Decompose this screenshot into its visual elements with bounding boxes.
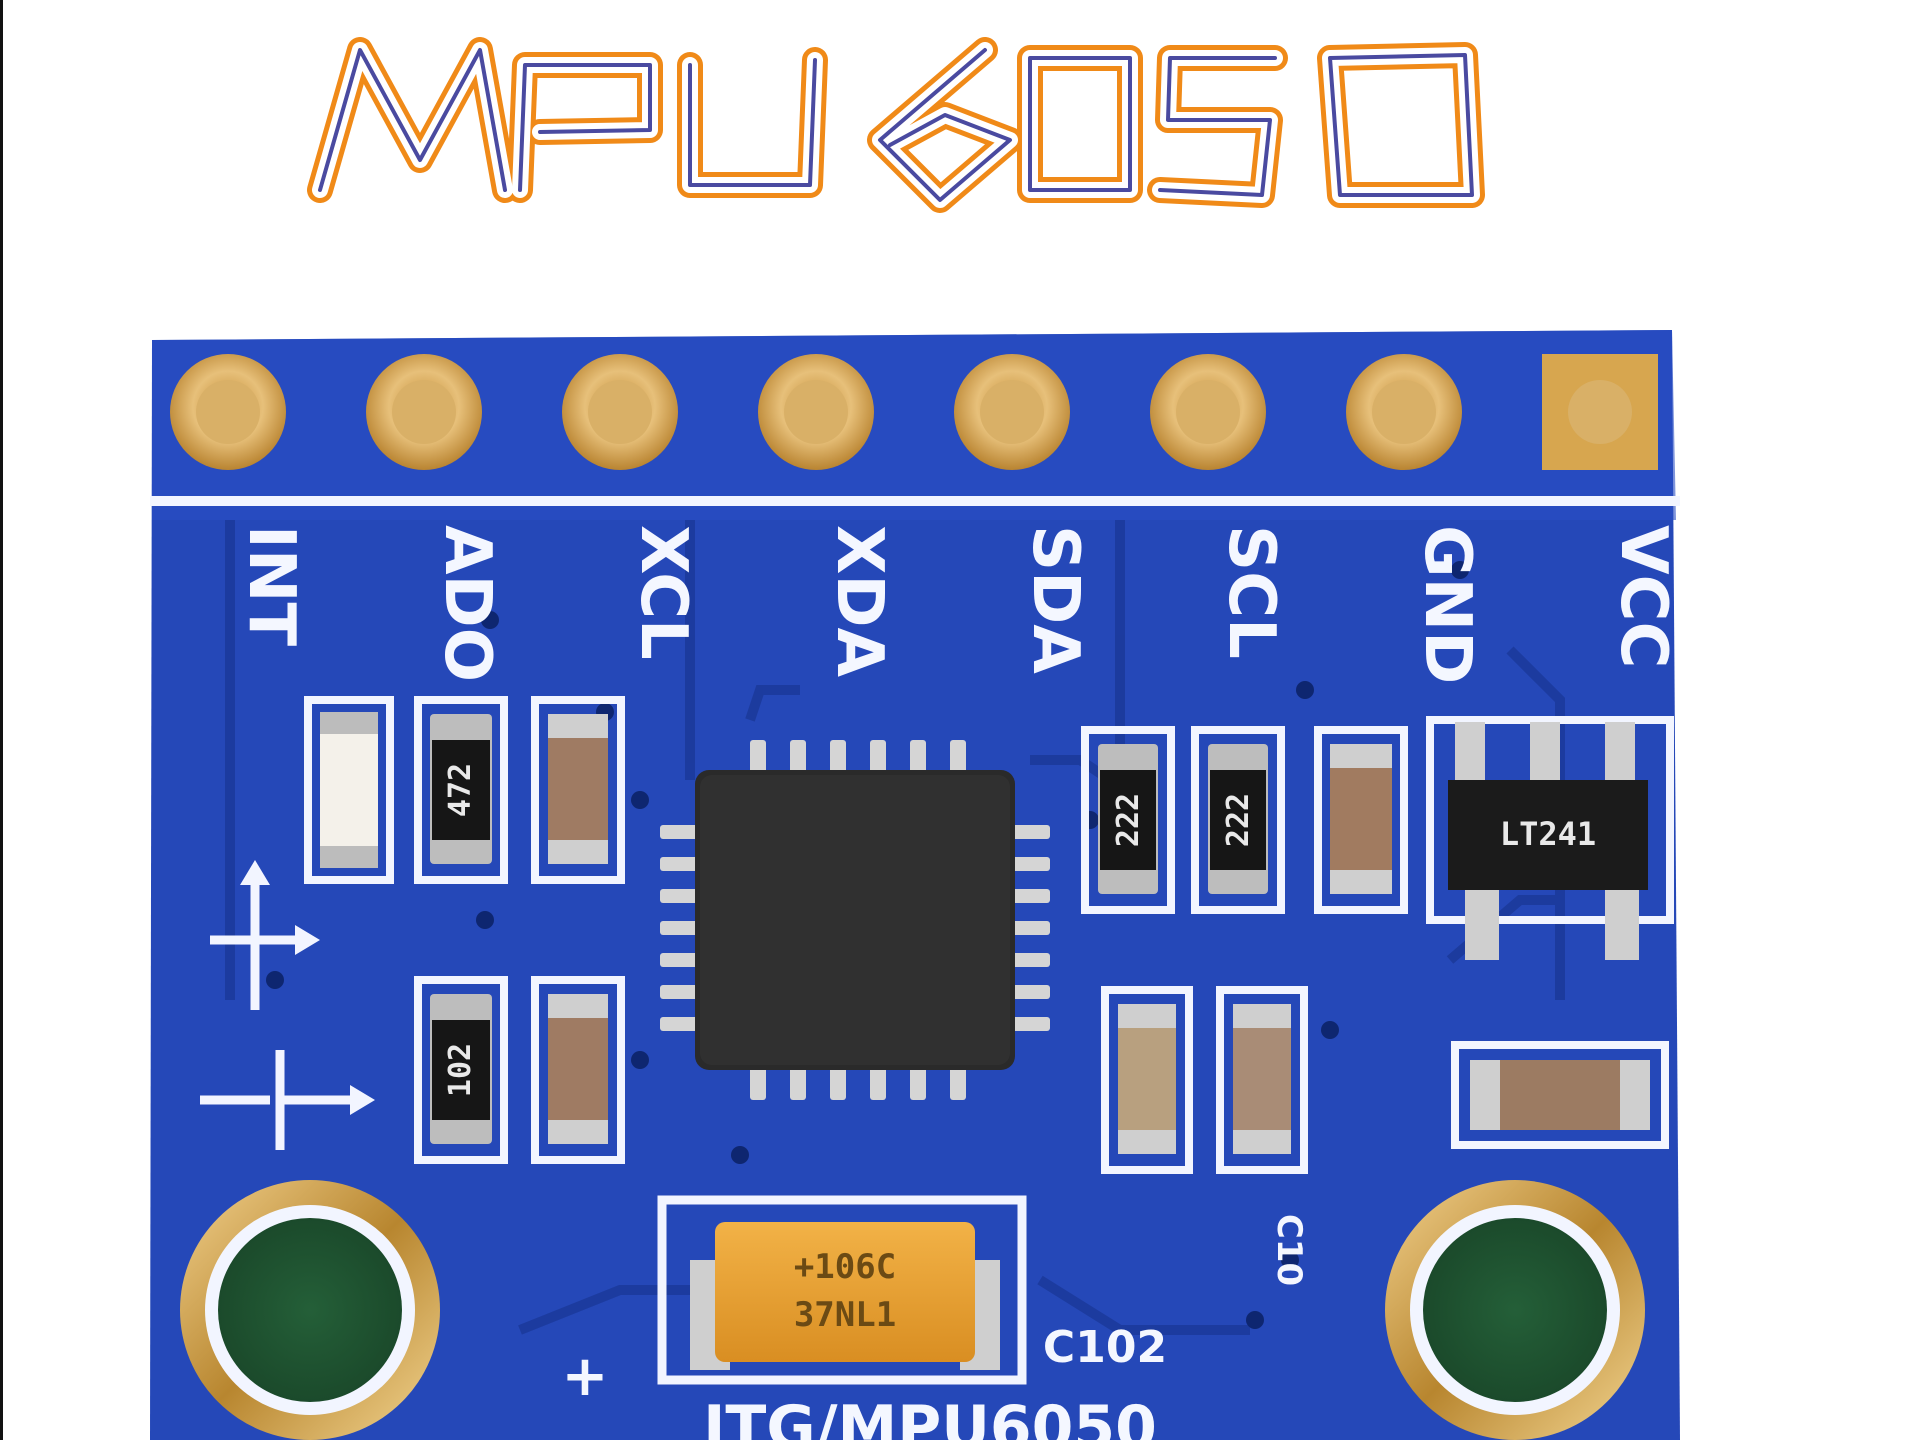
chip-pin — [660, 953, 698, 967]
tantalum-line-2: 37NL1 — [794, 1295, 896, 1335]
chip-pin — [660, 1017, 698, 1031]
chip-pin — [910, 740, 926, 774]
chip-pin — [660, 985, 698, 999]
chip-pin — [1012, 1017, 1050, 1031]
capacitor-c4 — [1101, 986, 1193, 1174]
capacitor-c3 — [1314, 726, 1408, 914]
resistor-102: 102 — [414, 976, 508, 1164]
header-pad-hole — [588, 380, 652, 444]
title-banner: MPU6050 — [0, 10, 1920, 220]
plus-marker: + — [562, 1344, 609, 1409]
header-pad-hole — [784, 380, 848, 444]
pin-label-int: INT — [234, 525, 308, 646]
axis-silkscreen — [200, 860, 375, 1150]
pin-label-xda: XDA — [822, 525, 896, 677]
chip-pin — [870, 1066, 886, 1100]
tantalum-capacitor: +106C 37NL1 — [657, 1195, 1027, 1385]
header-pad-hole — [1372, 380, 1436, 444]
chip-pin — [660, 921, 698, 935]
chip-pin — [790, 740, 806, 774]
header-pad-hole — [1568, 380, 1632, 444]
tantalum-line-1: +106C — [794, 1247, 896, 1287]
chip-pin — [660, 857, 698, 871]
pin-label-scl: SCL — [1214, 525, 1288, 659]
chip-pin — [660, 825, 698, 839]
chip-pin — [1012, 825, 1050, 839]
title-lettering — [307, 37, 1485, 213]
chip-pin — [910, 1066, 926, 1100]
copper-traces — [225, 520, 1565, 1335]
header-pad-hole — [196, 380, 260, 444]
resistor-222-a: 222 — [1081, 726, 1175, 914]
resistor-222-b-text: 222 — [1221, 793, 1256, 847]
header-pad-hole — [1176, 380, 1240, 444]
header-pad-hole — [392, 380, 456, 444]
pin-label-vcc: VCC — [1606, 525, 1680, 668]
chip-pin — [750, 740, 766, 774]
board-name-label: ITG/MPU6050 — [703, 1393, 1157, 1440]
chip-pin — [1012, 889, 1050, 903]
resistor-102-text: 102 — [443, 1043, 478, 1097]
chip-pin — [1012, 985, 1050, 999]
chip-pin — [870, 740, 886, 774]
chip-pin — [950, 740, 966, 774]
chip-pin — [660, 889, 698, 903]
c10-label: C10 — [1269, 1214, 1309, 1286]
left-border-line — [0, 0, 3, 1440]
capacitor-c11 — [1451, 1041, 1669, 1149]
chip-pin — [750, 1066, 766, 1100]
vias — [266, 561, 1469, 1329]
capacitor-c2 — [531, 976, 625, 1164]
chip-pin — [1012, 921, 1050, 935]
mpu6050-chip — [660, 740, 1050, 1100]
pin-label-xcl: XCL — [626, 525, 700, 660]
pin-labels: INT ADO XCL XDA SDA SCL GND VCC — [234, 525, 1680, 684]
resistor-222-a-text: 222 — [1111, 793, 1146, 847]
pin-label-sda: SDA — [1018, 525, 1092, 674]
header-pad-hole — [980, 380, 1044, 444]
chip-pin — [1012, 953, 1050, 967]
chip-pin — [830, 1066, 846, 1100]
silkscreen-text: + C102 ITG/MPU6050 C10 — [562, 1214, 1309, 1440]
pin-label-gnd: GND — [1410, 525, 1484, 684]
mounting-hole-right — [1385, 1180, 1645, 1440]
pin-label-ado: ADO — [430, 525, 504, 682]
voltage-regulator: LT241 — [1426, 716, 1674, 960]
led — [304, 696, 394, 884]
chip-pin — [1012, 857, 1050, 871]
mounting-hole-left — [180, 1180, 440, 1440]
resistor-222-b: 222 — [1191, 726, 1285, 914]
c102-label: C102 — [1043, 1322, 1167, 1373]
pin-separator-line — [150, 496, 1680, 506]
capacitor-c1 — [531, 696, 625, 884]
resistor-472-text: 472 — [443, 763, 478, 817]
capacitor-c10 — [1216, 986, 1308, 1174]
chip-pin — [790, 1066, 806, 1100]
regulator-marking: LT241 — [1500, 815, 1596, 853]
chip-pin — [830, 740, 846, 774]
header-pads — [170, 354, 1658, 470]
smd-components: 472 102 222 — [304, 696, 1669, 1174]
resistor-472: 472 — [414, 696, 508, 884]
chip-pin — [950, 1066, 966, 1100]
